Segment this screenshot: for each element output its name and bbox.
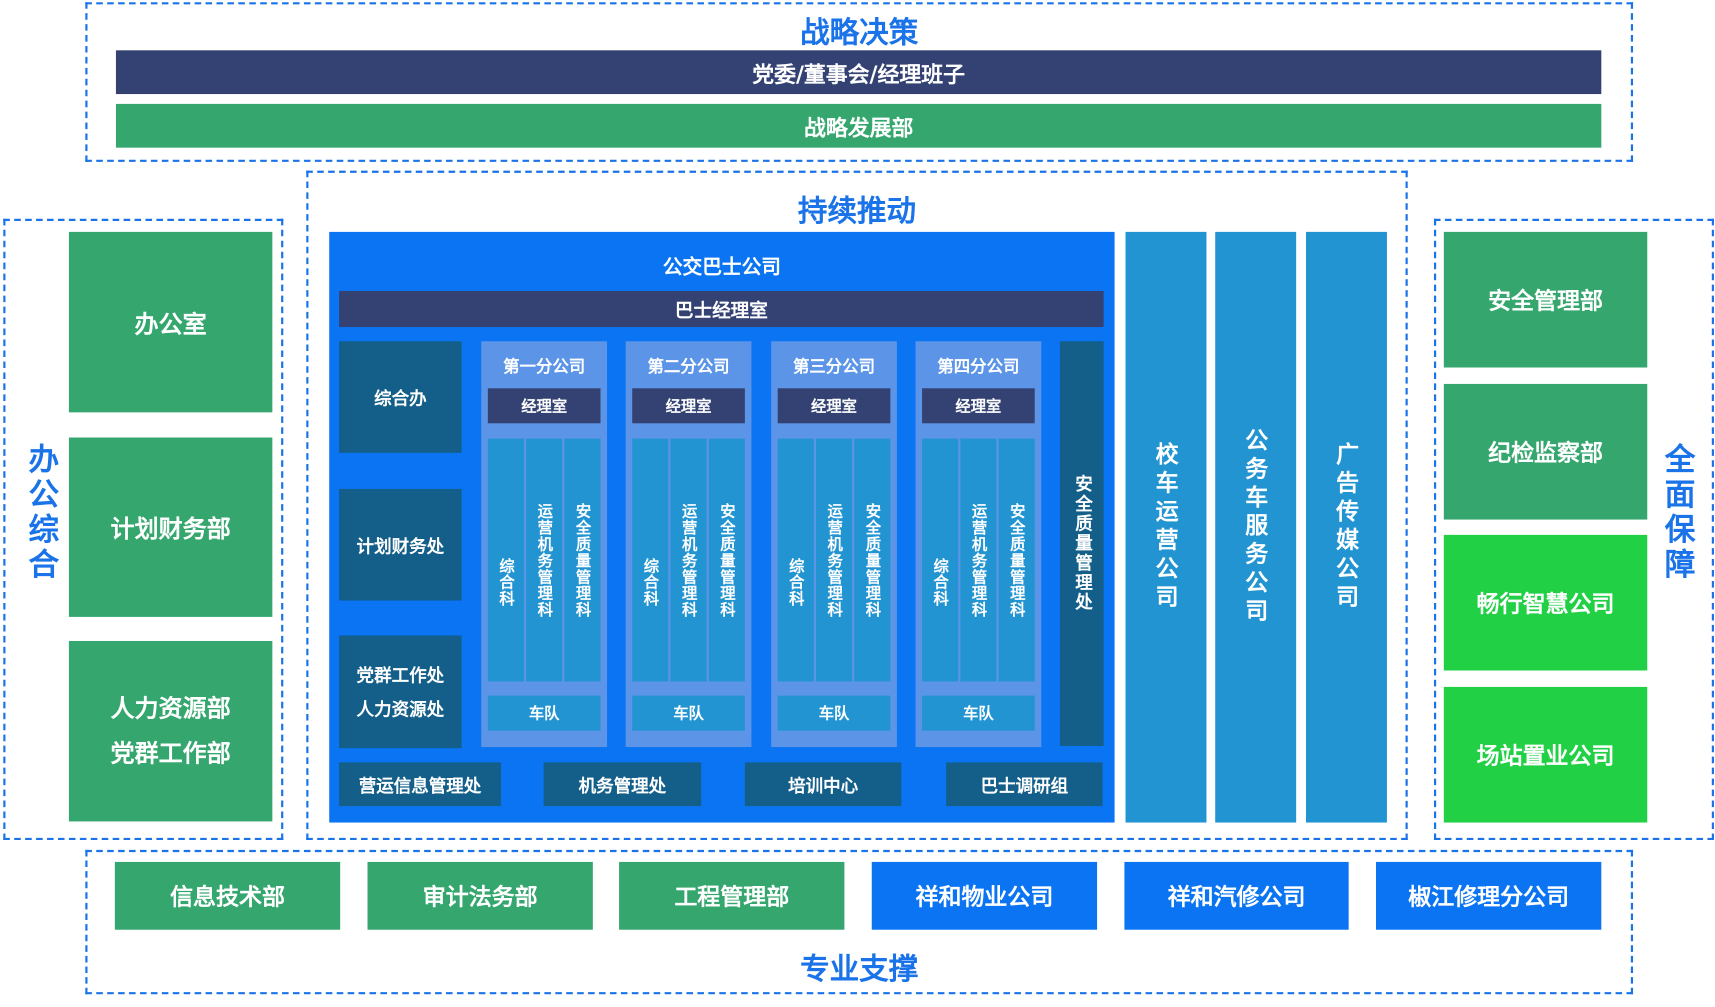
support-item[interactable]: 祥和汽修公司 <box>1124 861 1349 930</box>
branch-section[interactable]: 综合科 <box>632 438 669 682</box>
support-item[interactable]: 信息技术部 <box>114 861 341 930</box>
subsidiary-column[interactable]: 校车运营公司 <box>1125 231 1207 823</box>
branch-name: 第二分公司 <box>647 356 730 377</box>
bus-bottom-dept[interactable]: 培训中心 <box>744 762 902 807</box>
bus-safety-dept[interactable]: 安全质量管理处 <box>1059 341 1104 746</box>
subsidiary-column[interactable]: 公务车服务公司 <box>1215 231 1297 823</box>
bus-company-title: 公交巴士公司 <box>662 255 781 279</box>
branch-fleet[interactable]: 车队 <box>922 695 1035 731</box>
strategy-title: 战略决策 <box>800 16 919 51</box>
office-item-label: 党群工作部 <box>110 739 231 768</box>
guarantee-item[interactable]: 畅行智慧公司 <box>1443 534 1648 671</box>
bus-dept[interactable]: 计划财务处 <box>339 488 462 601</box>
office-item[interactable]: 人力资源部 党群工作部 <box>68 640 273 822</box>
branch-section[interactable]: 综合科 <box>777 438 814 682</box>
branch-section[interactable]: 运营机务管理科 <box>815 438 853 682</box>
bus-dept-label: 党群工作处 <box>356 664 445 686</box>
branch-section[interactable]: 运营机务管理科 <box>526 438 563 682</box>
branch-section[interactable]: 综合科 <box>487 438 524 682</box>
office-item-label: 人力资源部 <box>110 695 231 723</box>
support-item[interactable]: 审计法务部 <box>367 861 593 930</box>
drive-section <box>306 170 1408 841</box>
office-item[interactable]: 办公室 <box>68 231 273 413</box>
bus-bottom-dept[interactable]: 巴士调研组 <box>946 762 1103 807</box>
support-item[interactable]: 工程管理部 <box>619 861 845 930</box>
branch-section[interactable]: 安全质量管理科 <box>708 438 745 682</box>
bus-dept[interactable]: 党群工作处 人力资源处 <box>339 635 462 749</box>
bus-dept[interactable]: 综合办 <box>339 341 462 453</box>
guarantee-item[interactable]: 安全管理部 <box>1443 231 1648 368</box>
branch-manager-office[interactable]: 经理室 <box>922 388 1035 424</box>
subsidiary-column[interactable]: 广告传媒公司 <box>1305 231 1387 823</box>
support-title: 专业支撑 <box>800 952 919 987</box>
bus-dept-label: 人力资源处 <box>356 698 445 720</box>
office-item[interactable]: 计划财务部 <box>68 437 273 617</box>
bus-bottom-dept[interactable]: 营运信息管理处 <box>339 762 501 807</box>
branch-manager-office[interactable]: 经理室 <box>632 388 745 424</box>
guarantee-item[interactable]: 场站置业公司 <box>1443 686 1648 823</box>
branch-section[interactable]: 运营机务管理科 <box>670 438 707 682</box>
drive-title: 持续推动 <box>797 194 917 229</box>
branch-section[interactable]: 运营机务管理科 <box>960 438 997 682</box>
branch-fleet[interactable]: 车队 <box>487 695 601 731</box>
guarantee-title: 全面保障 <box>1660 442 1697 583</box>
office-section <box>3 218 284 841</box>
branch-section[interactable]: 安全质量管理科 <box>998 438 1035 682</box>
branch-name: 第一分公司 <box>503 356 586 377</box>
branch-fleet[interactable]: 车队 <box>632 695 745 731</box>
guarantee-section <box>1433 218 1714 841</box>
branch-fleet[interactable]: 车队 <box>777 695 891 731</box>
guarantee-item[interactable]: 纪检监察部 <box>1443 383 1648 520</box>
leadership-bar[interactable]: 党委/董事会/经理班子 <box>115 50 1602 95</box>
strategy-dept-bar[interactable]: 战略发展部 <box>115 103 1602 148</box>
branch-name: 第三分公司 <box>792 356 876 377</box>
branch-section[interactable]: 安全质量管理科 <box>564 438 601 682</box>
branch-name: 第四分公司 <box>937 356 1020 377</box>
branch-manager-office[interactable]: 经理室 <box>777 388 891 424</box>
branch-section[interactable]: 综合科 <box>922 438 959 682</box>
support-item[interactable]: 椒江修理分公司 <box>1376 861 1602 930</box>
support-item[interactable]: 祥和物业公司 <box>871 861 1098 930</box>
branch-manager-office[interactable]: 经理室 <box>487 388 601 424</box>
bus-manager-bar[interactable]: 巴士经理室 <box>339 290 1104 328</box>
bus-bottom-dept[interactable]: 机务管理处 <box>543 762 702 807</box>
branch-section[interactable]: 安全质量管理科 <box>854 438 891 682</box>
office-title: 办公综合 <box>24 442 61 583</box>
strategy-section <box>85 2 1634 162</box>
support-section <box>85 849 1634 995</box>
